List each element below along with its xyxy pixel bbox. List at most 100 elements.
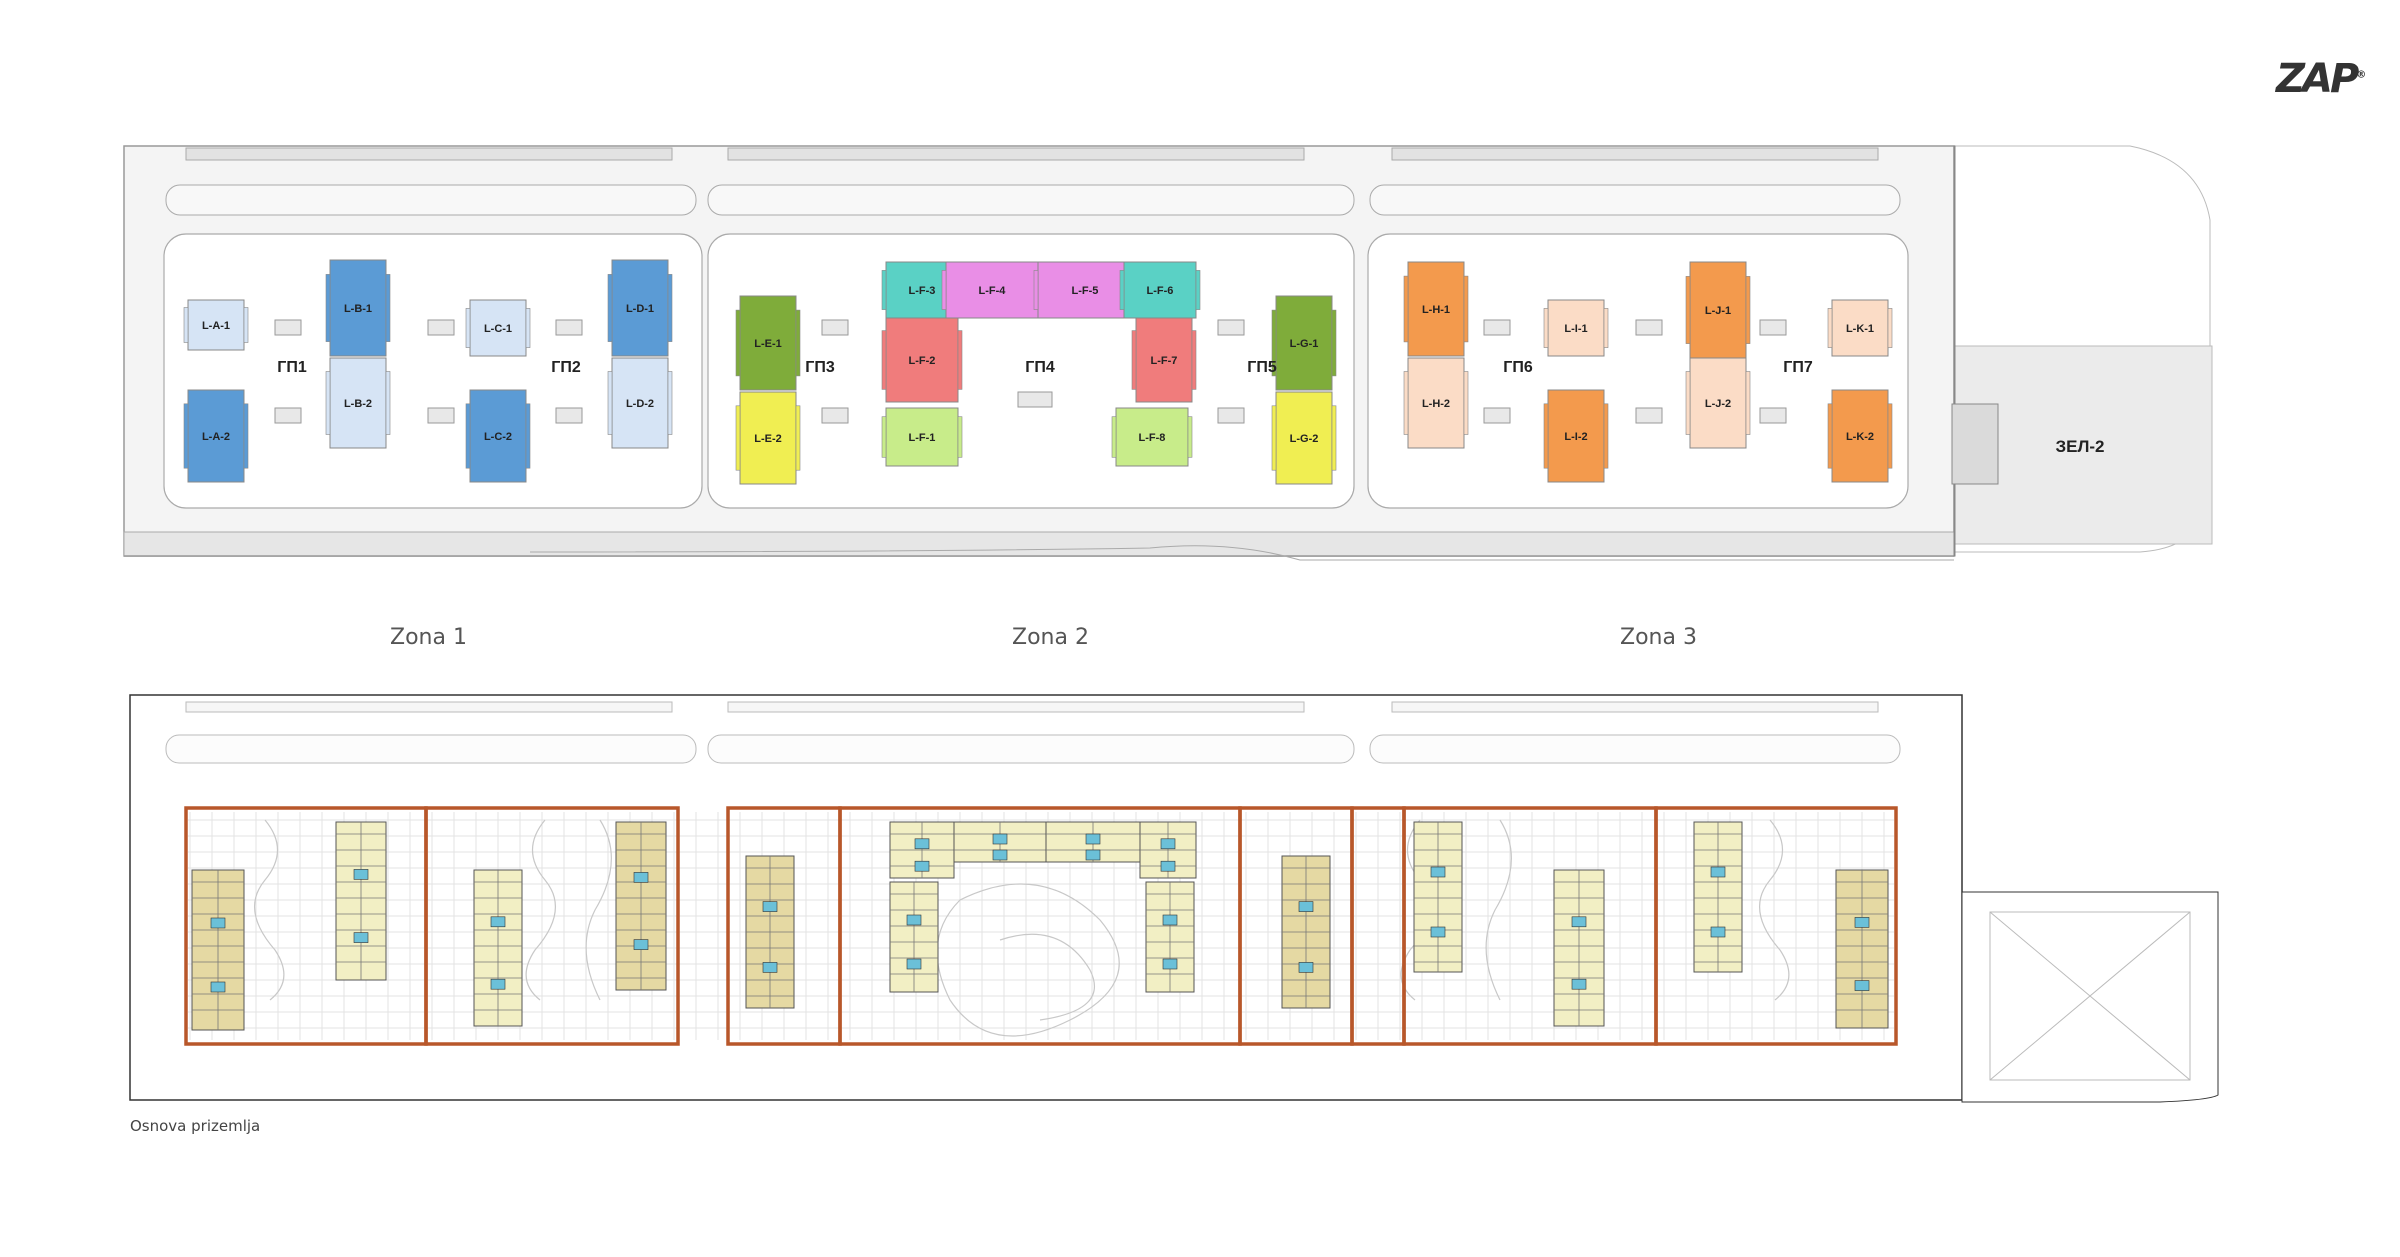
core-stair [633, 872, 649, 883]
building-l-b-2: L-B-2 [325, 357, 391, 449]
building-label: L-K-2 [1846, 431, 1874, 443]
building-notch [1195, 270, 1201, 310]
building-l-i-1: L-I-1 [1543, 299, 1609, 357]
core-stair [762, 962, 778, 973]
building-l-d-2: L-D-2 [607, 357, 673, 449]
floor-plan-block [745, 855, 795, 1009]
building-notch [1887, 403, 1893, 469]
building-label: L-E-1 [754, 338, 782, 350]
logo-text: ZAP [2276, 56, 2359, 102]
building-label: L-J-2 [1705, 398, 1731, 410]
building-shape [1407, 357, 1465, 449]
floor-plan-block [1139, 821, 1197, 879]
building-l-k-2: L-K-2 [1827, 389, 1893, 483]
building-notch [243, 307, 249, 343]
core-stair [762, 901, 778, 912]
core-stair [914, 860, 930, 872]
master-plan: L-A-1L-A-2L-B-1L-B-2L-C-1L-C-2L-D-1L-D-2… [123, 145, 2213, 561]
building-label: L-I-2 [1564, 431, 1587, 443]
building-shape [1123, 261, 1197, 319]
building-shape [1407, 261, 1465, 357]
building-notch [1543, 403, 1549, 469]
building-l-e-1: L-E-1 [735, 295, 801, 391]
building-label: L-F-3 [909, 285, 936, 297]
building-label: L-K-1 [1846, 323, 1874, 335]
building-label: L-B-1 [344, 303, 372, 315]
building-l-f-4: L-F-4 [941, 261, 1043, 319]
zone-boundaries [184, 806, 1898, 1046]
building-notch [881, 416, 887, 458]
building-notch [465, 308, 471, 348]
building-notch [183, 307, 189, 343]
plot-label-3: ГП3 [805, 359, 835, 376]
building-label: L-A-1 [202, 320, 230, 332]
core-stair [490, 978, 506, 990]
building-notch [881, 270, 887, 310]
plot-label-1: ГП1 [277, 359, 307, 376]
core-stair [1160, 860, 1176, 872]
building-label: L-F-1 [909, 432, 936, 444]
core-stair [1162, 914, 1178, 926]
core-stair [914, 838, 930, 850]
building-notch [667, 371, 673, 435]
floor-plan-block [889, 821, 955, 879]
building-notch [1331, 405, 1337, 471]
registered-mark: ® [2356, 69, 2367, 81]
building-shape [329, 357, 387, 449]
core-stair [353, 869, 369, 880]
core-stair [1571, 916, 1587, 928]
plot-label-5: ГП5 [1247, 359, 1277, 376]
core-stair [906, 914, 922, 926]
core-stair [1710, 866, 1726, 878]
building-shape [1689, 357, 1747, 449]
building-notch [941, 270, 947, 310]
building-notch [1403, 371, 1409, 435]
core-stair [1430, 926, 1446, 938]
building-label: L-G-1 [1290, 338, 1319, 350]
building-label: L-F-6 [1147, 285, 1174, 297]
building-notch [1887, 308, 1893, 348]
floor-plan-block [953, 821, 1047, 863]
building-notch [1187, 416, 1193, 458]
floor-plan-block [1553, 869, 1605, 1027]
building-shape [885, 317, 959, 403]
core-stair [1854, 917, 1870, 928]
floor-plan-block [1145, 881, 1195, 993]
floor-plan-block [473, 869, 523, 1027]
core-stair [1298, 901, 1314, 912]
building-l-j-1: L-J-1 [1685, 261, 1751, 359]
building-notch [183, 403, 189, 469]
plot-label-7: ГП7 [1783, 359, 1813, 376]
building-notch [1191, 330, 1197, 390]
building-notch [1543, 308, 1549, 348]
building-notch [1685, 371, 1691, 435]
building-notch [525, 403, 531, 469]
floor-plan-block [1835, 869, 1889, 1029]
zone-label-2: Zona 2 [1012, 625, 1089, 650]
building-l-d-1: L-D-1 [607, 259, 673, 357]
building-l-f-2: L-F-2 [881, 317, 963, 403]
floor-plan-block [1281, 855, 1331, 1009]
building-label: L-D-2 [626, 398, 654, 410]
core-stair [210, 917, 226, 929]
building-shape [1135, 317, 1193, 403]
building-shape [1831, 389, 1889, 483]
building-notch [1403, 275, 1409, 343]
building-notch [1271, 405, 1277, 471]
floor-plan-block [191, 869, 245, 1031]
building-l-j-2: L-J-2 [1685, 357, 1751, 449]
floor-plan-block [615, 821, 667, 991]
building-label: L-E-2 [754, 433, 782, 445]
building-label: L-D-1 [626, 303, 654, 315]
building-blocks: L-A-1L-A-2L-B-1L-B-2L-C-1L-C-2L-D-1L-D-2… [183, 259, 1893, 485]
building-notch [957, 330, 963, 390]
building-notch [1603, 308, 1609, 348]
building-shape [469, 389, 527, 483]
building-notch [795, 405, 801, 471]
building-l-i-2: L-I-2 [1543, 389, 1609, 483]
floor-plan-block [889, 881, 939, 993]
core-stair [1160, 838, 1176, 850]
floor-plan-block [1045, 821, 1141, 863]
core-stair [906, 958, 922, 970]
